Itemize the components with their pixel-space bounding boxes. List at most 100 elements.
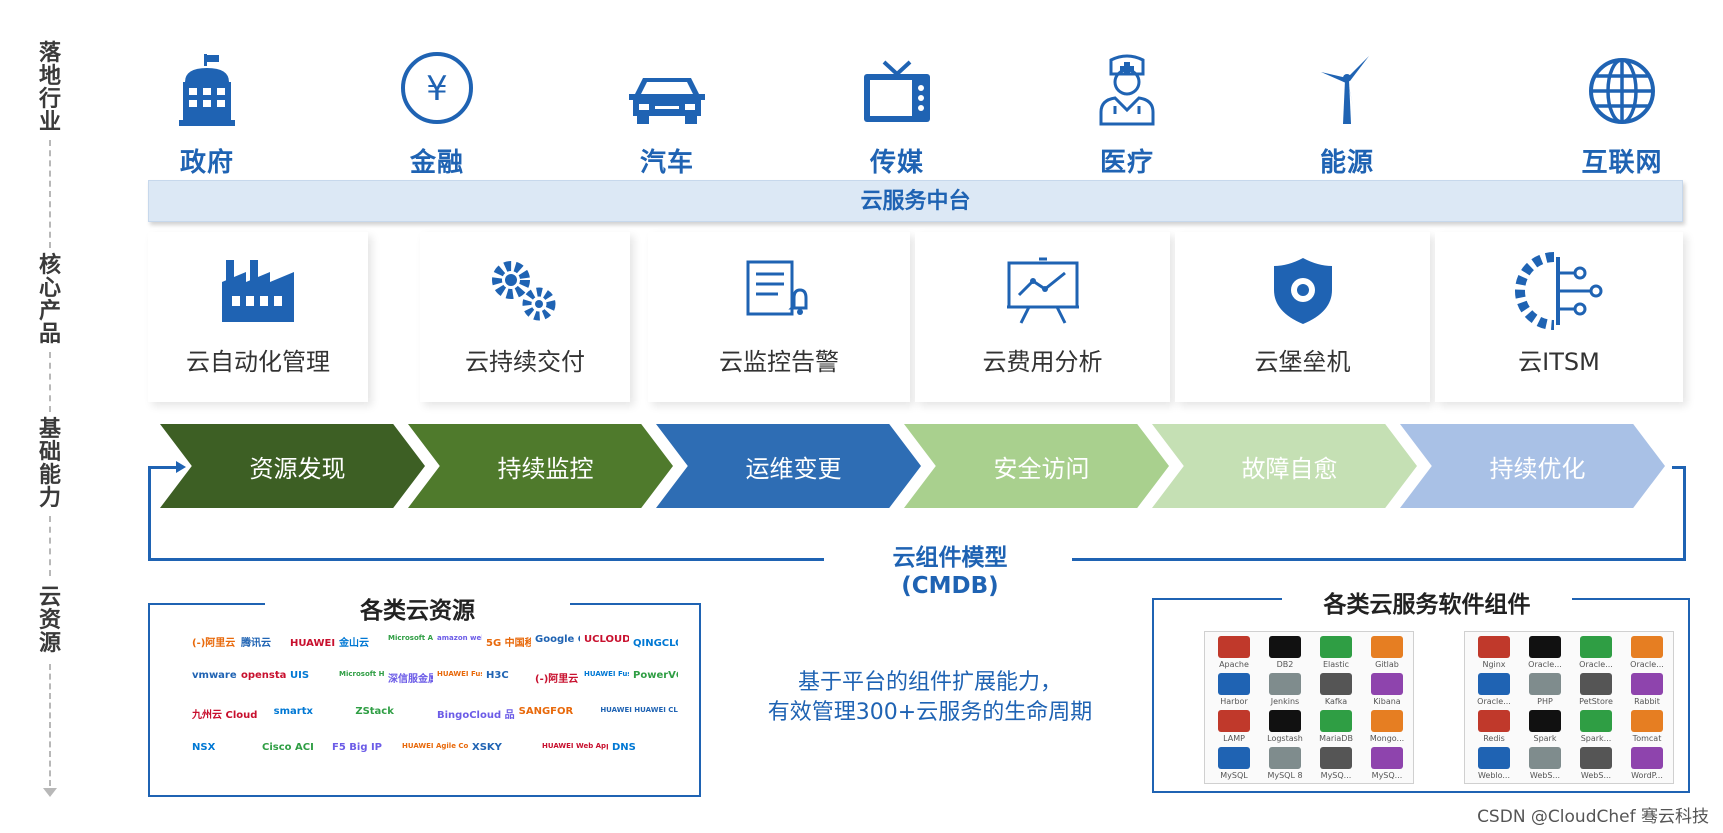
- software-component-tile: Mongo...: [1362, 710, 1412, 748]
- cloud-provider-logo: 金山云: [339, 638, 369, 649]
- software-component-tile: DB2: [1260, 636, 1310, 674]
- software-component-tile: Oracle...: [1571, 636, 1621, 674]
- software-logo-icon: [1371, 710, 1403, 732]
- software-component-name: Spark: [1533, 734, 1557, 743]
- cloud-provider-logo: XSKY: [472, 742, 502, 753]
- software-component-tile: Spark: [1520, 710, 1570, 748]
- software-logo-icon: [1218, 710, 1250, 732]
- software-component-name: Spark...: [1580, 734, 1612, 743]
- cloud-provider-logo: HUAWEI 公有云: [290, 638, 335, 649]
- wind-turbine-icon: [1277, 48, 1417, 126]
- software-component-tile: Nginx: [1469, 636, 1519, 674]
- software-logo-icon: [1529, 636, 1561, 658]
- software-component-tile: Logstash: [1260, 710, 1310, 748]
- software-logo-icon: [1631, 673, 1663, 695]
- cloud-provider-logo: amazon web services: [437, 634, 482, 642]
- software-logo-icon: [1218, 747, 1250, 769]
- software-component-tile: LAMP: [1209, 710, 1259, 748]
- capability-label: 持续优化: [1489, 454, 1586, 483]
- industry-finance: ¥ 金融: [367, 48, 507, 179]
- gear-circuit-icon: [1435, 232, 1683, 332]
- software-component-name: Nginx: [1482, 660, 1506, 669]
- cmdb-subtitle: (CMDB): [901, 573, 999, 599]
- product-label: 云ITSM: [1518, 348, 1600, 376]
- software-component-name: Mongo...: [1369, 734, 1405, 743]
- cloud-provider-logo: smartx: [273, 706, 313, 717]
- side-label-cloud-resources: 云资源: [38, 585, 61, 656]
- software-logo-icon: [1580, 673, 1612, 695]
- software-logo-icon: [1371, 673, 1403, 695]
- software-component-tile: MySQL 8: [1260, 747, 1310, 785]
- product-card-monitoring: 云监控告警: [648, 232, 910, 402]
- product-label: 云费用分析: [982, 348, 1103, 376]
- software-logo-icon: [1218, 673, 1250, 695]
- loop-line-top-right: [1672, 466, 1686, 469]
- cloud-provider-logo: HUAWEI Fusion Sphere: [437, 670, 482, 678]
- software-logo-icon: [1371, 747, 1403, 769]
- software-component-tile: MySQ...: [1362, 747, 1412, 785]
- doctor-icon: [1057, 48, 1197, 126]
- down-arrow-icon: [43, 788, 57, 797]
- cloud-provider-logo: UCLOUD: [584, 634, 629, 645]
- software-logo-icon: [1580, 747, 1612, 769]
- cloud-provider-logo: (-)阿里云 Apsara: [535, 674, 580, 685]
- software-logo-icon: [1320, 673, 1352, 695]
- product-label: 云持续交付: [465, 348, 585, 376]
- software-component-tile: MariaDB: [1311, 710, 1361, 748]
- software-logo-icon: [1269, 747, 1301, 769]
- software-logo-icon: [1371, 636, 1403, 658]
- capability-resource-discovery: 资源发现: [160, 424, 425, 508]
- cloud-provider-logo: Google Cloud: [535, 634, 580, 645]
- industry-label: 能源: [1319, 148, 1374, 178]
- software-logo-icon: [1320, 747, 1352, 769]
- svg-text:¥: ¥: [426, 69, 448, 109]
- software-component-tile: Tomcat: [1622, 710, 1672, 748]
- software-component-tile: WebS...: [1520, 747, 1570, 785]
- software-component-tile: Oracle...: [1622, 636, 1672, 674]
- loop-line-bottom-right: [1072, 558, 1686, 561]
- cloud-provider-logo: Microsoft Hyper-V Server: [339, 670, 384, 678]
- product-card-automation: 云自动化管理: [148, 232, 368, 402]
- software-component-name: Oracle...: [1630, 660, 1664, 669]
- software-component-tile: Spark...: [1571, 710, 1621, 748]
- description-line: 有效管理300+云服务的生命周期: [767, 700, 1093, 725]
- cloud-provider-logo: 深信服金属云: [388, 674, 433, 685]
- software-components-title: 各类云服务软件组件: [1282, 585, 1572, 619]
- software-component-name: Apache: [1219, 660, 1249, 669]
- software-component-name: PetStore: [1579, 697, 1613, 706]
- software-component-tile: Harbor: [1209, 673, 1259, 711]
- cloud-provider-logo: openstack.: [241, 670, 286, 681]
- industry-label: 金融: [409, 148, 464, 178]
- product-label: 云监控告警: [719, 348, 839, 376]
- software-component-tile: Jenkins: [1260, 673, 1310, 711]
- footer-watermark: CSDN @CloudChef 骞云科技: [1477, 807, 1709, 827]
- cloud-provider-logo: QINGCLOUD青云: [633, 638, 678, 649]
- tv-icon: [827, 48, 967, 126]
- cloud-provider-logo: NSX: [192, 742, 216, 753]
- software-component-name: MySQ...: [1320, 771, 1352, 780]
- software-logo-icon: [1631, 710, 1663, 732]
- cloud-provider-logo: Microsoft Azure: [388, 634, 433, 642]
- product-card-itsm: 云ITSM: [1435, 232, 1683, 402]
- cloud-provider-logo: 九州云 Cloud: [192, 710, 258, 721]
- software-logo-icon: [1269, 710, 1301, 732]
- software-component-name: WebS...: [1580, 771, 1612, 780]
- cloud-provider-logo: HUAWEI Fusion Compute: [584, 670, 629, 678]
- software-logo-icon: [1529, 673, 1561, 695]
- software-logo-icon: [1478, 673, 1510, 695]
- industry-label: 传媒: [869, 148, 924, 178]
- software-component-tile: PHP: [1520, 673, 1570, 711]
- cmdb-label: 云组件模型 (CMDB): [820, 544, 1080, 600]
- loop-line-left: [148, 466, 151, 560]
- industry-label: 医疗: [1099, 148, 1154, 178]
- product-card-cost: 云费用分析: [915, 232, 1170, 402]
- software-component-tile: Weblo...: [1469, 747, 1519, 785]
- gears-icon: [420, 232, 630, 332]
- industry-medical: 医疗: [1057, 48, 1197, 179]
- software-component-tile: PetStore: [1571, 673, 1621, 711]
- software-logo-icon: [1478, 636, 1510, 658]
- cloud-provider-logo: PowerVC: [633, 670, 678, 681]
